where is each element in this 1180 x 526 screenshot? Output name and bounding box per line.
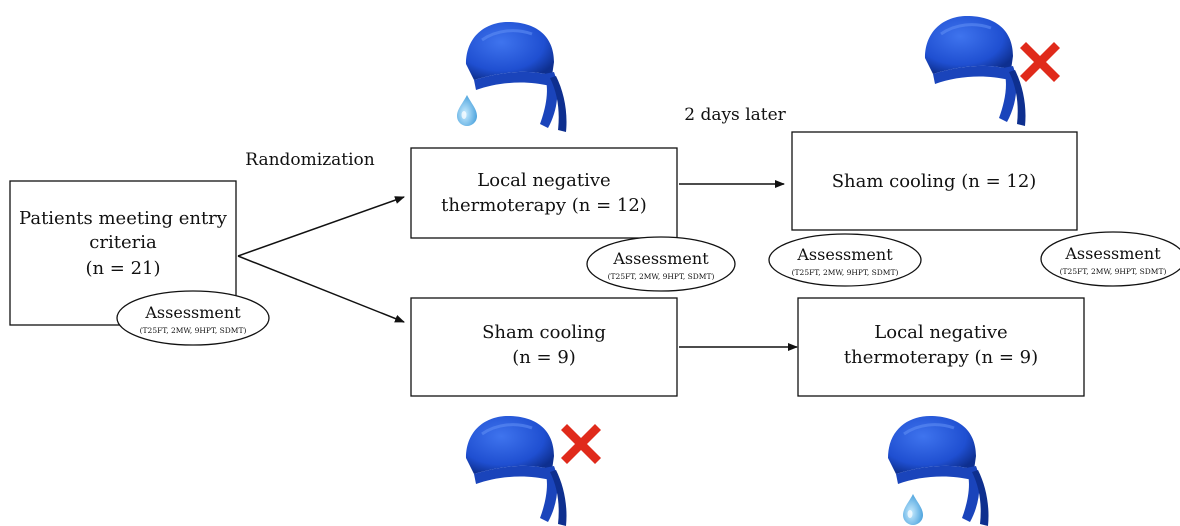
- svg-text:(T25FT, 2MW, 9HPT, SDMT): (T25FT, 2MW, 9HPT, SDMT): [140, 326, 247, 335]
- svg-text:(T25FT, 2MW, 9HPT, SDMT): (T25FT, 2MW, 9HPT, SDMT): [608, 272, 715, 281]
- svg-text:Sham cooling: Sham cooling: [482, 322, 606, 343]
- randomization-label: Randomization: [245, 150, 375, 170]
- svg-text:thermoterapy (n = 9): thermoterapy (n = 9): [844, 347, 1038, 368]
- cap-icon-top-middle: [464, 20, 569, 134]
- local-negative-thermoterapy-box-bottom-right: Local negative thermoterapy (n = 9): [797, 297, 1085, 397]
- red-x-icon-top-right: [1020, 42, 1060, 82]
- two-days-later-label: 2 days later: [684, 105, 786, 125]
- randomization-arrow-up: [237, 196, 405, 257]
- svg-text:(n = 9): (n = 9): [512, 347, 576, 368]
- svg-text:Assessment: Assessment: [612, 249, 709, 268]
- svg-text:Assessment: Assessment: [144, 303, 241, 322]
- assessment-oval-patients: Assessment (T25FT, 2MW, 9HPT, SDMT): [116, 290, 270, 346]
- assessment-oval-after-local-top: Assessment (T25FT, 2MW, 9HPT, SDMT): [586, 236, 736, 292]
- svg-text:criteria: criteria: [89, 232, 157, 253]
- cap-icon-top-right: [923, 14, 1028, 128]
- assessment-oval-final: Assessment (T25FT, 2MW, 9HPT, SDMT): [1040, 231, 1180, 287]
- svg-text:Patients meeting entry: Patients meeting entry: [19, 208, 228, 229]
- assessment-oval-between: Assessment (T25FT, 2MW, 9HPT, SDMT): [768, 233, 922, 287]
- water-drop-icon-bottom-right: [903, 494, 923, 525]
- cap-icon-bottom-middle: [464, 414, 569, 526]
- cap-icon-bottom-right: [886, 414, 991, 526]
- svg-text:Local negative: Local negative: [477, 170, 610, 191]
- randomization-arrow-down: [237, 255, 405, 323]
- svg-text:(T25FT, 2MW, 9HPT, SDMT): (T25FT, 2MW, 9HPT, SDMT): [792, 268, 899, 277]
- svg-text:(T25FT, 2MW, 9HPT, SDMT): (T25FT, 2MW, 9HPT, SDMT): [1060, 267, 1167, 276]
- svg-text:Local negative: Local negative: [874, 322, 1007, 343]
- svg-text:Assessment: Assessment: [796, 245, 893, 264]
- sham-cooling-box-bottom: Sham cooling (n = 9): [410, 297, 678, 397]
- svg-text:(n = 21): (n = 21): [85, 258, 160, 279]
- water-drop-icon-top-middle: [457, 95, 477, 126]
- red-x-icon-bottom-middle: [561, 424, 601, 464]
- svg-text:Assessment: Assessment: [1064, 244, 1161, 263]
- sham-cooling-box-top-right: Sham cooling (n = 12): [791, 131, 1078, 231]
- svg-text:thermoterapy (n = 12): thermoterapy (n = 12): [441, 195, 647, 216]
- local-negative-thermoterapy-box-top: Local negative thermoterapy (n = 12): [410, 147, 678, 239]
- svg-text:Sham cooling (n = 12): Sham cooling (n = 12): [832, 171, 1037, 192]
